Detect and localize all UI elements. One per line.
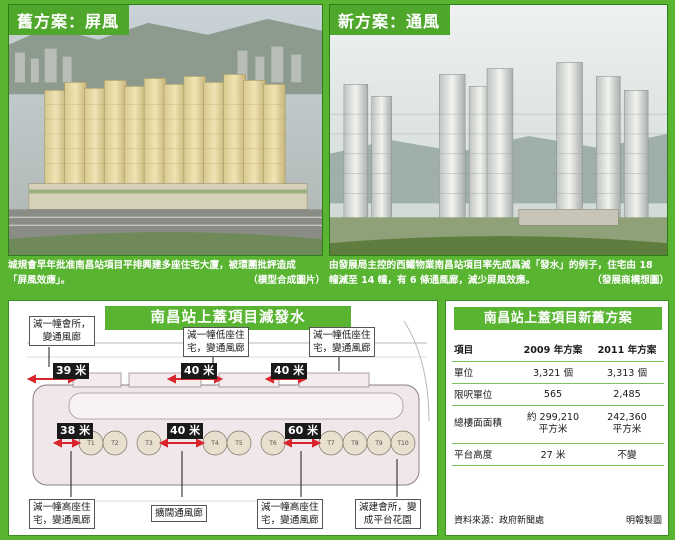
arrow-head: [282, 438, 292, 448]
distance-badge: 40 米: [167, 423, 204, 439]
tower-label: T5: [234, 440, 243, 447]
note-line: 減一幢低座住: [313, 330, 371, 341]
tower-label: T8: [350, 440, 359, 447]
arrow-head: [166, 374, 176, 384]
old-value: 565: [516, 383, 590, 406]
old-value: 3,321 個: [516, 361, 590, 384]
tower-label: T1: [86, 440, 95, 447]
caption-line-text: 幢減至 14 幢，有 6 條通風廊，減少屏風效應。: [329, 275, 536, 286]
comparison-panel: 南昌站上蓋項目新舊方案 項目 2009 年方案 2011 年方案 單位 3,32…: [445, 300, 669, 536]
plan-note: 擴闊通風廊: [151, 505, 207, 522]
note-line: 減一幢會所，: [33, 319, 91, 330]
note-line: 減建會所，變: [359, 502, 417, 513]
arrow-head: [52, 438, 62, 448]
distance-badge: 60 米: [285, 423, 322, 439]
note-line: 減一幢高座住: [33, 502, 91, 513]
new-plan-title: 新方案：通風: [330, 5, 451, 35]
note-line: 成平台花園: [363, 515, 412, 526]
tower-label: T9: [374, 440, 383, 447]
old-plan-title: 舊方案：屏風: [9, 5, 130, 35]
value-line: 約 299,210: [526, 412, 580, 423]
tower-label: T4: [210, 440, 219, 447]
caption-line: 城規會早年批准南昌站項目平排興建多座住宅大廈，被環團批評造成: [8, 260, 296, 271]
old-plan-photo: 舊方案：屏風: [8, 4, 323, 256]
arrow-head: [158, 438, 168, 448]
table-header-row: 項目 2009 年方案 2011 年方案: [452, 337, 664, 362]
comparison-table: 項目 2009 年方案 2011 年方案 單位 3,321 個 3,313 個 …: [452, 337, 664, 466]
new-plan-photo: 新方案：通風: [329, 4, 668, 256]
table-row: 限呎單位 565 2,485: [452, 383, 664, 406]
row-label: 總樓面面積: [452, 405, 516, 444]
tower-marker: [390, 430, 416, 456]
caption-line: 幢減至 14 幢，有 6 條通風廊，減少屏風效應。 （發展商構想圖）: [329, 273, 669, 288]
new-value: 242,360 平方米: [590, 405, 664, 444]
distance-badge: 38 米: [57, 423, 94, 439]
plan-note: 減一幢低座住 宅，變通風廊: [309, 327, 375, 357]
note-line: 減一幢高座住: [261, 502, 319, 513]
note-line: 宅，變通風廊: [261, 515, 319, 526]
plan-note: 減一幢高座住 宅，變通風廊: [257, 499, 323, 529]
distance-badge: 40 米: [181, 363, 218, 379]
site-plan-drawing: T1 T2 T3 T4 T5 T6 T7 T8 T9 T10: [26, 320, 430, 502]
old-plan-caption: 城規會早年批准南昌站項目平排興建多座住宅大廈，被環團批評造成 「屏風效應」。 （…: [8, 258, 325, 288]
note-line: 減一幢低座住: [187, 330, 245, 341]
new-plan-caption: 由發展局主控的西鐵物業南昌站項目率先成爲減「發水」的例子，住宅由 18 幢減至 …: [329, 258, 669, 288]
new-plan-illustration: [330, 5, 667, 255]
note-line: 擴闊通風廊: [155, 508, 203, 519]
new-value: 2,485: [590, 383, 664, 406]
caption-line: 由發展局主控的西鐵物業南昌站項目率先成爲減「發水」的例子，住宅由 18: [329, 260, 653, 271]
photo-credit: （模型合成圖片）: [248, 275, 325, 286]
table-row: 平台高度 27 米 不變: [452, 443, 664, 466]
site-plan-panel: T1 T2 T3 T4 T5 T6 T7 T8 T9 T10: [8, 300, 438, 536]
row-label: 單位: [452, 361, 516, 384]
column-header: 2009 年方案: [516, 337, 590, 362]
plan-note: 減一幢會所， 變通風廊: [29, 316, 95, 346]
plan-note: 減一幢高座住 宅，變通風廊: [29, 499, 95, 529]
photo-credit: （發展商構想圖）: [592, 275, 669, 286]
table-row: 單位 3,321 個 3,313 個: [452, 361, 664, 384]
arrow-head: [26, 374, 36, 384]
note-line: 宅，變通風廊: [33, 515, 91, 526]
arrow-head: [72, 438, 82, 448]
old-value: 約 299,210 平方米: [516, 405, 590, 444]
old-plan-illustration: [9, 5, 322, 255]
column-header: 項目: [452, 337, 516, 362]
note-line: 宅，變通風廊: [313, 343, 371, 354]
caption-line: 「屏風效應」。 （模型合成圖片）: [8, 273, 325, 288]
tower-marker: [226, 430, 252, 456]
note-line: 宅，變通風廊: [187, 343, 245, 354]
value-line: 242,360: [607, 412, 647, 423]
value-line: 平方米: [538, 424, 568, 435]
ventilation-arrows-bottom: [52, 438, 322, 448]
table-title: 南昌站上蓋項目新舊方案: [454, 307, 662, 330]
old-value: 27 米: [516, 443, 590, 466]
caption-line-text: 「屏風效應」。: [8, 275, 71, 286]
value-line: 平方米: [612, 424, 642, 435]
table-row: 總樓面面積 約 299,210 平方米 242,360 平方米: [452, 405, 664, 444]
tower-label: T2: [110, 440, 119, 447]
plan-title: 南昌站上蓋項目減發水: [105, 306, 351, 330]
tower-marker: [102, 430, 128, 456]
graphic-credit: 明報製圖: [625, 516, 662, 526]
arrow-head: [196, 438, 206, 448]
row-label: 限呎單位: [452, 383, 516, 406]
column-header: 2011 年方案: [590, 337, 664, 362]
tower-label: T6: [268, 440, 277, 447]
tower-label: T7: [326, 440, 335, 447]
row-label: 平台高度: [452, 443, 516, 466]
plan-note: 減一幢低座住 宅，變通風廊: [183, 327, 249, 357]
source-line: 資料來源：政府新聞處 明報製圖: [454, 513, 662, 526]
arrow-head: [312, 438, 322, 448]
data-source: 資料來源：政府新聞處: [454, 516, 545, 526]
new-value: 3,313 個: [590, 361, 664, 384]
distance-badge: 40 米: [271, 363, 308, 379]
tower-label: T3: [144, 440, 153, 447]
plan-note: 減建會所，變 成平台花園: [355, 499, 421, 529]
new-value: 不變: [590, 443, 664, 466]
note-line: 變通風廊: [42, 332, 81, 343]
tower-label: T10: [396, 440, 408, 447]
distance-badge: 39 米: [53, 363, 90, 379]
